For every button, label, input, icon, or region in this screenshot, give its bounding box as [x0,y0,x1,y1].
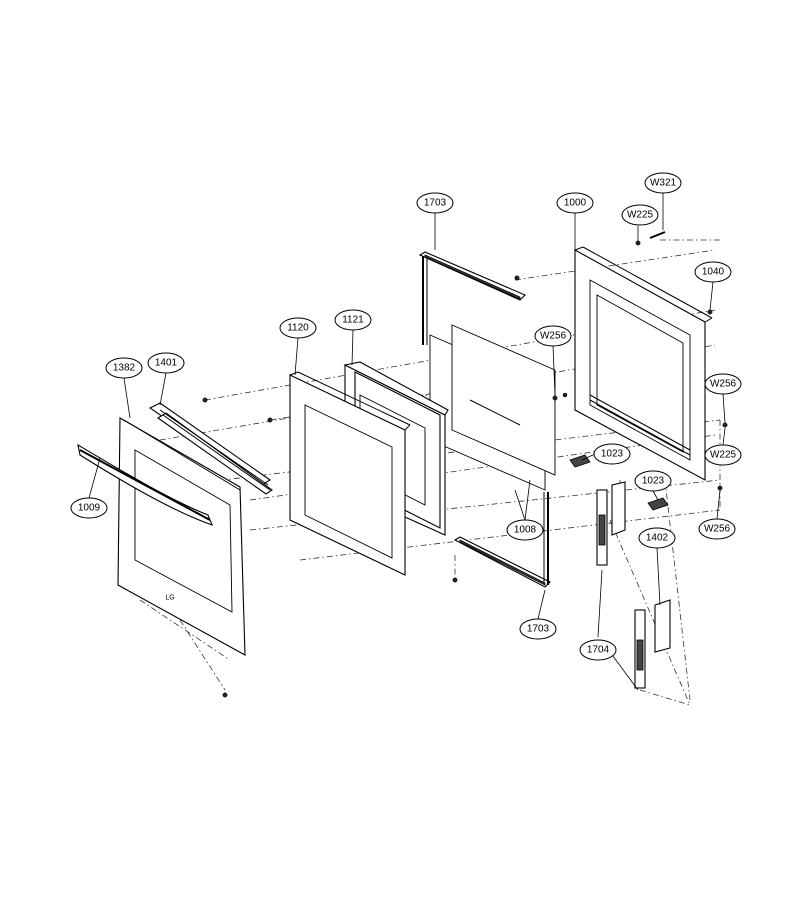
screw [552,395,558,401]
screw [222,692,228,698]
callout-label: 1121 [342,315,364,326]
callout-label: W256 [704,524,731,535]
top-trim-1401 [148,402,273,495]
top-gasket-strip [418,251,526,345]
bottom-gasket-strip [453,492,551,588]
screws [202,231,728,698]
callout-label: 1000 [564,198,587,209]
callout-1402: 1402 [638,527,676,549]
callout-1120: 1120 [279,317,317,339]
door-handle-1009 [77,443,213,526]
middle-frame-1120 [289,371,411,576]
callout-1040: 1040 [694,261,732,283]
screw [635,240,641,246]
callout-label: 1703 [527,624,550,635]
screw [562,392,568,398]
screw [707,309,713,315]
screw [202,397,208,403]
callout-label: 1040 [702,267,725,278]
screw [452,577,458,583]
callout-1009: 1009 [70,497,108,519]
callout-1704: 1704 [579,639,617,661]
callout-label: W256 [540,331,567,342]
callout-label: 1023 [642,476,665,487]
callout-w256-right: W256 [704,373,742,395]
callout-1121: 1121 [334,309,372,331]
callout-1382: 1382 [105,357,143,379]
callout-label: 1008 [514,525,537,536]
door-back-frame-1000 [574,246,713,481]
callout-label: 1382 [113,363,136,374]
callout-label: W225 [710,450,737,461]
callout-label: 1401 [155,358,178,369]
callout-1703-top: 1703 [416,192,454,214]
callout-label: W256 [710,379,737,390]
leader-lines [88,193,726,691]
hinge-assembly-lower [634,599,671,689]
callout-label: W225 [627,210,654,221]
callout-w225-top: W225 [621,204,659,226]
screw [722,422,728,428]
callout-label: 1009 [78,503,101,514]
callout-w256-bottom: W256 [698,518,736,540]
callout-label: 1703 [424,198,447,209]
callout-label: 1704 [587,645,610,656]
callout-1000: 1000 [556,192,594,214]
callout-1023-left: 1023 [593,443,631,465]
callout-w256-middle: W256 [534,325,572,347]
callout-label: W321 [650,178,677,189]
callout-1401: 1401 [147,352,185,374]
callout-w321: W321 [644,172,682,194]
screw [514,275,520,281]
callout-1023-right: 1023 [634,470,672,492]
glass-panel-1008 [429,324,556,491]
screw [267,417,273,423]
svg-text:LG: LG [165,595,174,602]
callout-label: 1023 [601,449,624,460]
screw [717,485,723,491]
callout-label: 1120 [287,323,309,334]
callout-w225-right: W225 [704,444,742,466]
callout-1008: 1008 [506,519,544,541]
front-door-panel-1382: LG [117,417,246,656]
callout-label: 1402 [646,533,669,544]
callout-1703-bottom: 1703 [519,618,557,640]
hinge-assembly-upper [596,481,626,566]
